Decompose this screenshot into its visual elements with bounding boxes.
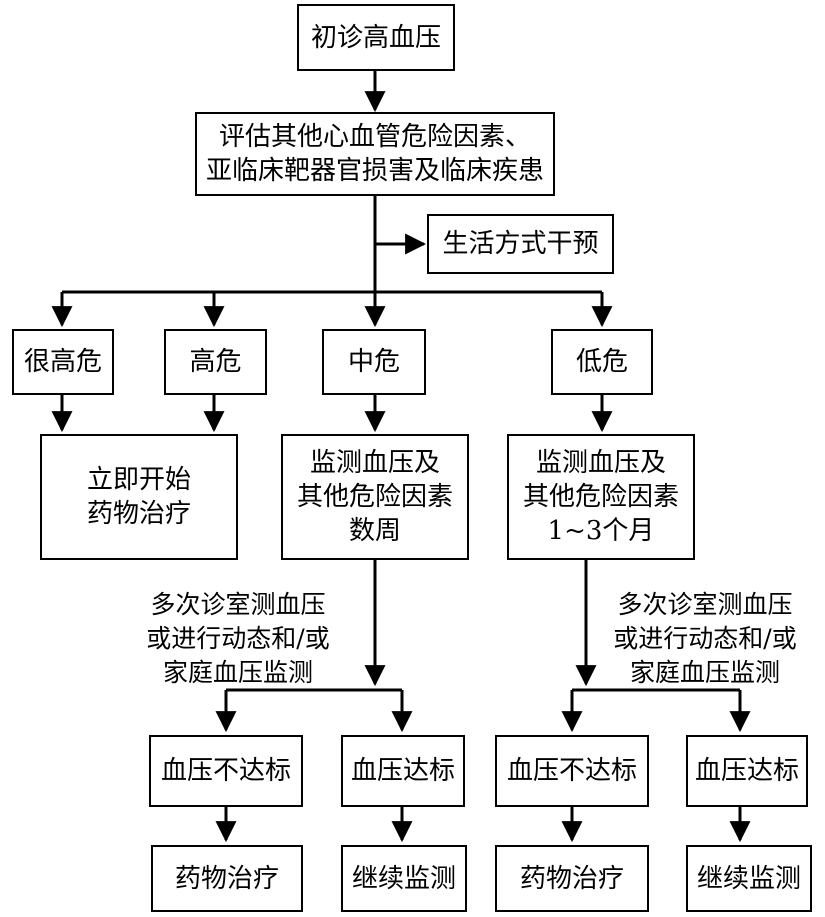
low-bp-not-controlled-box: 血压不达标 bbox=[495, 735, 649, 807]
lifestyle-intervention-box: 生活方式干预 bbox=[427, 214, 614, 274]
low-monitoring-method-note: 多次诊室测血压 或进行动态和/或 家庭血压监测 bbox=[613, 590, 797, 687]
mid-bp-not-controlled-box: 血压不达标 bbox=[149, 735, 303, 807]
mid-monitoring-method-note: 多次诊室测血压 或进行动态和/或 家庭血压监测 bbox=[146, 590, 330, 687]
medium-risk-box: 中危 bbox=[322, 329, 426, 395]
very-high-risk-box: 很高危 bbox=[12, 329, 114, 395]
low-bp-controlled-box: 血压达标 bbox=[686, 735, 808, 807]
low-drug-treatment-box: 药物治疗 bbox=[495, 845, 649, 912]
initial-diagnosis-box: 初诊高血压 bbox=[297, 4, 455, 71]
mid-continue-monitoring-box: 继续监测 bbox=[341, 845, 467, 912]
mid-bp-controlled-box: 血压达标 bbox=[341, 735, 465, 807]
assess-risk-box: 评估其他心血管危险因素、 亚临床靶器官损害及临床疾患 bbox=[195, 112, 555, 196]
high-risk-box: 高危 bbox=[164, 329, 267, 395]
low-continue-monitoring-box: 继续监测 bbox=[686, 845, 812, 912]
immediate-drug-treatment-box: 立即开始 药物治疗 bbox=[40, 434, 238, 560]
monitor-months-box: 监测血压及 其他危险因素 1~3个月 bbox=[507, 434, 695, 560]
low-risk-box: 低危 bbox=[551, 329, 653, 395]
monitor-weeks-box: 监测血压及 其他危险因素 数周 bbox=[281, 434, 469, 560]
mid-drug-treatment-box: 药物治疗 bbox=[151, 845, 303, 912]
